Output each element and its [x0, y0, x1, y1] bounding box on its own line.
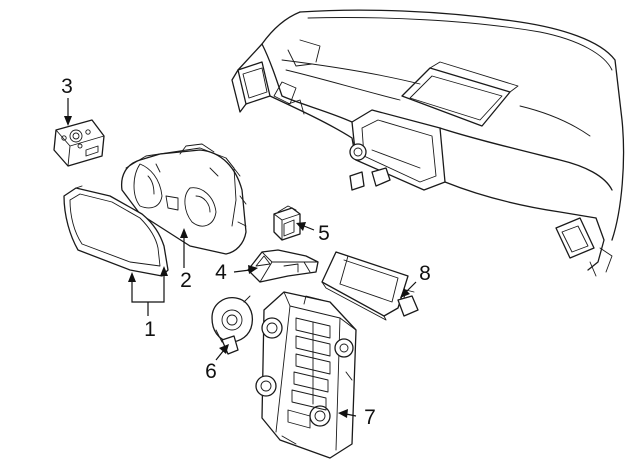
callout-7: 7 [364, 406, 376, 429]
callout-2: 2 [180, 269, 192, 292]
part-1-lens [63, 185, 169, 277]
part-7-control-panel [255, 291, 357, 459]
dashboard-outline [231, 9, 625, 277]
part-3-switch [53, 119, 105, 167]
part-5-switch [273, 205, 301, 241]
callout-4: 4 [215, 261, 227, 284]
part-4-switch [247, 249, 319, 283]
part-6-knob [211, 295, 254, 355]
callout-3: 3 [61, 75, 73, 98]
callout-5: 5 [318, 222, 330, 245]
part-2-cluster [120, 143, 247, 255]
callout-1: 1 [144, 318, 156, 341]
callout-8: 8 [419, 262, 431, 285]
callout-leaders [64, 98, 417, 418]
callout-6: 6 [205, 360, 217, 383]
